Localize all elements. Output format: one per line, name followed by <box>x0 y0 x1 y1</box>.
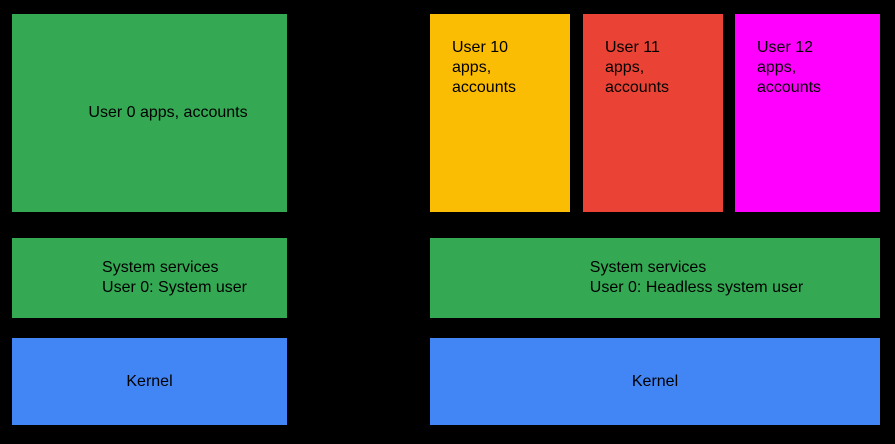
box-right-kernel: Kernel <box>430 338 880 425</box>
box-user-10-apps-accounts: User 10 apps, accounts <box>430 14 570 212</box>
box-right-kernel-label: Kernel <box>631 372 679 390</box>
box-left-system-services-label: System services User 0: System user <box>102 259 247 296</box>
box-user-10-apps-accounts-label: User 10 apps, accounts <box>452 39 517 96</box>
box-user-11-apps-accounts: User 11 apps, accounts <box>583 14 723 212</box>
box-user-11-apps-accounts-label: User 11 apps, accounts <box>605 39 670 96</box>
box-left-kernel: Kernel <box>12 338 287 425</box>
box-user-0-apps-accounts-label: User 0 apps, accounts <box>88 104 248 121</box>
box-user-0-apps-accounts: User 0 apps, accounts <box>12 14 287 212</box>
box-user-12-apps-accounts: User 12 apps, accounts <box>735 14 880 212</box>
box-right-system-services-label: System services User 0: Headless system … <box>589 259 804 296</box>
box-left-kernel-label: Kernel <box>126 372 173 390</box>
box-user-12-apps-accounts-label: User 12 apps, accounts <box>757 39 822 96</box>
box-left-system-services: System services User 0: System user <box>12 238 287 318</box>
box-right-system-services: System services User 0: Headless system … <box>430 238 880 318</box>
